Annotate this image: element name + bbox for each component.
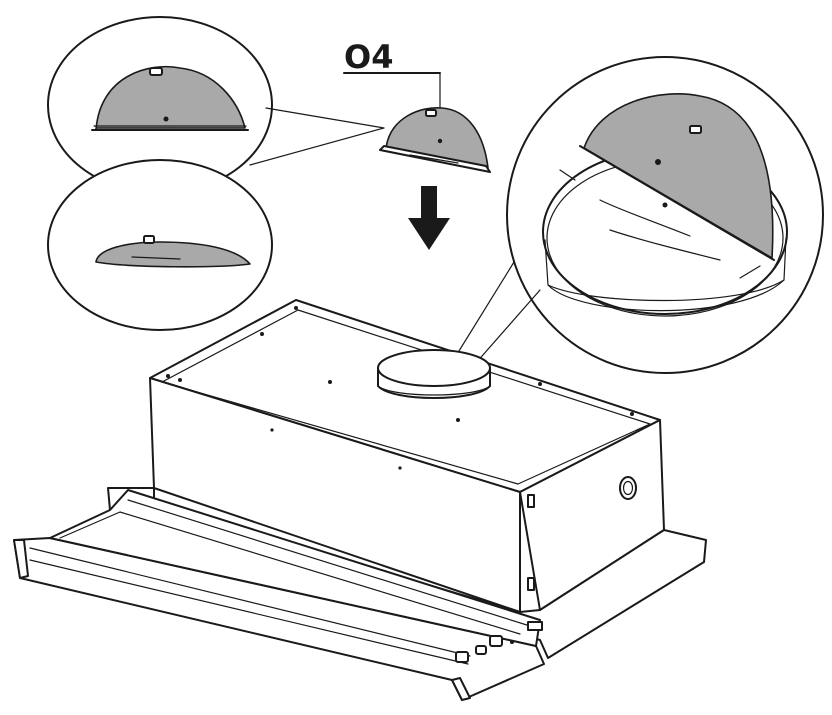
detail-circle-flap-front (47, 16, 273, 194)
detail-circle-installed (506, 56, 824, 374)
down-arrow-icon (408, 186, 450, 250)
backdraft-flap-part (379, 107, 491, 173)
part-label: O4 (344, 38, 393, 76)
cooker-hood-body (13, 299, 707, 701)
callout-leader-flap (249, 107, 385, 166)
part-label-group: O4 (343, 38, 441, 119)
detail-circle-flap-side (47, 159, 273, 331)
